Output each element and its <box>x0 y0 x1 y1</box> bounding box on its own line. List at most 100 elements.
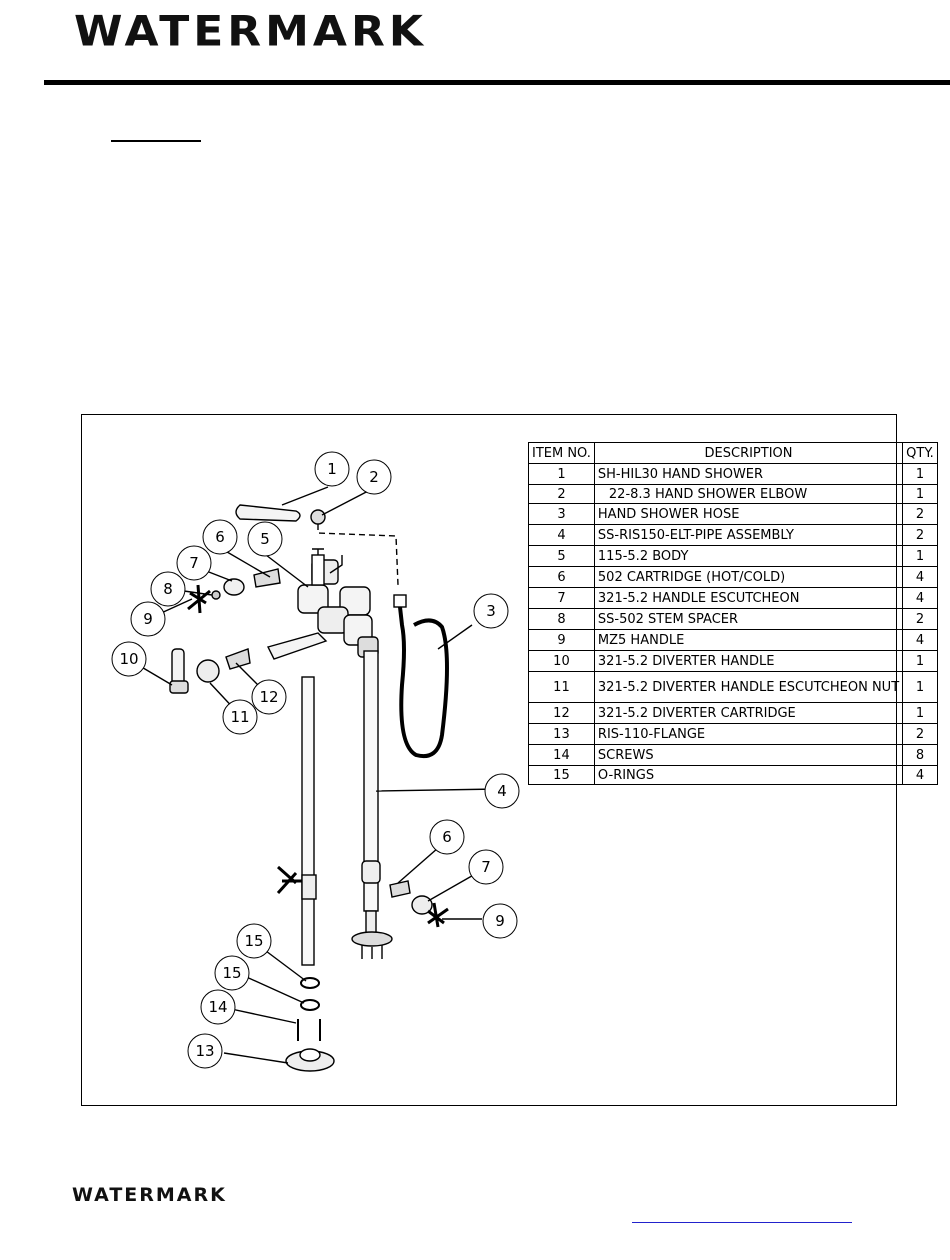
header-item-no: ITEM NO. <box>528 442 595 464</box>
brand-logo-top: WATERMARK <box>74 7 427 56</box>
svg-text:6: 6 <box>442 828 452 846</box>
callout-8: 8 <box>150 571 186 607</box>
svg-text:7: 7 <box>189 554 199 572</box>
cell-item: 10 <box>528 650 595 672</box>
exploded-view-frame: 1 2 3 4 5 6 7 8 9 10 11 12 6 7 9 15 15 1… <box>81 414 938 1106</box>
diverter-escutcheon-part <box>196 659 220 683</box>
cell-qty: 4 <box>902 765 938 785</box>
cell-description: 22-8.3 HAND SHOWER ELBOW <box>593 484 904 504</box>
cell-description: SH-HIL30 HAND SHOWER <box>593 463 904 485</box>
cell-qty: 4 <box>902 629 938 651</box>
cell-qty: 2 <box>902 723 938 745</box>
cell-qty: 2 <box>902 608 938 630</box>
callout-4: 4 <box>484 773 520 809</box>
cell-qty: 1 <box>902 702 938 724</box>
header-description: DESCRIPTION <box>593 442 904 464</box>
cell-description: SCREWS <box>593 744 904 766</box>
svg-text:14: 14 <box>208 998 227 1016</box>
pipe-assembly-right-part <box>351 650 393 959</box>
cell-description: 321-5.2 DIVERTER HANDLE <box>593 650 904 672</box>
cell-item: 4 <box>528 524 595 546</box>
cell-description: HAND SHOWER HOSE <box>593 503 904 525</box>
svg-text:8: 8 <box>163 580 173 598</box>
cell-item: 13 <box>528 723 595 745</box>
brand-logo-bottom: WATERMARK <box>72 1184 227 1206</box>
cell-description: 321-5.2 HANDLE ESCUTCHEON <box>593 587 904 609</box>
exploded-view-drawing: 1 2 3 4 5 6 7 8 9 10 11 12 6 7 9 15 15 1… <box>111 451 520 1072</box>
callout-10: 10 <box>111 641 147 677</box>
flange-part <box>285 1048 335 1072</box>
svg-text:15: 15 <box>222 964 241 982</box>
callout-15-upper: 15 <box>236 923 272 959</box>
callout-1: 1 <box>314 451 350 487</box>
callout-7-lower: 7 <box>468 849 504 885</box>
svg-text:11: 11 <box>230 708 249 726</box>
callout-9: 9 <box>130 601 166 637</box>
cell-description: SS-502 STEM SPACER <box>593 608 904 630</box>
callout-9-lower: 9 <box>482 903 518 939</box>
svg-text:6: 6 <box>215 528 225 546</box>
cell-qty: 8 <box>902 744 938 766</box>
cell-item: 1 <box>528 463 595 485</box>
svg-text:12: 12 <box>259 688 278 706</box>
cell-description: 321-5.2 DIVERTER CARTRIDGE <box>593 702 904 724</box>
svg-text:1: 1 <box>327 460 337 478</box>
parts-table-header-row: ITEM NO. DESCRIPTION QTY. <box>528 442 938 464</box>
valve-body-part <box>297 548 379 658</box>
stem-spacer-part <box>211 590 221 600</box>
svg-text:4: 4 <box>497 782 507 800</box>
svg-text:7: 7 <box>481 858 491 876</box>
svg-text:3: 3 <box>486 602 496 620</box>
diverter-cartridge-part <box>225 648 251 670</box>
cell-description: SS-RIS150-ELT-PIPE ASSEMBLY <box>593 524 904 546</box>
cell-item: 5 <box>528 545 595 567</box>
cell-qty: 1 <box>902 545 938 567</box>
cartridge-lower-part <box>389 880 411 898</box>
cell-item: 3 <box>528 503 595 525</box>
cell-qty: 2 <box>902 524 938 546</box>
callout-12: 12 <box>251 679 287 715</box>
heading-underline <box>111 140 201 142</box>
cell-qty: 4 <box>902 587 938 609</box>
cell-item: 14 <box>528 744 595 766</box>
screws-part <box>297 1019 321 1041</box>
callout-11: 11 <box>222 699 258 735</box>
escutcheon-upper-part <box>223 578 245 596</box>
header-rule <box>44 80 950 85</box>
hand-shower-hose-part <box>393 594 449 758</box>
cell-item: 7 <box>528 587 595 609</box>
callout-6-lower: 6 <box>429 819 465 855</box>
cell-item: 12 <box>528 702 595 724</box>
svg-text:2: 2 <box>369 468 379 486</box>
footer-link-underline[interactable] <box>632 1222 852 1223</box>
cell-description: MZ5 HANDLE <box>593 629 904 651</box>
cell-qty: 1 <box>902 650 938 672</box>
cartridge-upper-part <box>253 568 281 588</box>
cell-qty: 4 <box>902 566 938 588</box>
svg-text:9: 9 <box>495 912 505 930</box>
cell-description: 321-5.2 DIVERTER HANDLE ESCUTCHEON NUT <box>593 671 904 703</box>
o-ring-upper-part <box>300 977 320 989</box>
cell-qty: 1 <box>902 671 938 703</box>
svg-text:13: 13 <box>195 1042 214 1060</box>
cell-item: 11 <box>528 671 595 703</box>
cell-item: 9 <box>528 629 595 651</box>
callout-3: 3 <box>473 593 509 629</box>
callout-2: 2 <box>356 459 392 495</box>
cell-description: 115-5.2 BODY <box>593 545 904 567</box>
header-qty: QTY. <box>902 442 938 464</box>
cell-description: 502 CARTRIDGE (HOT/COLD) <box>593 566 904 588</box>
cell-qty: 2 <box>902 503 938 525</box>
